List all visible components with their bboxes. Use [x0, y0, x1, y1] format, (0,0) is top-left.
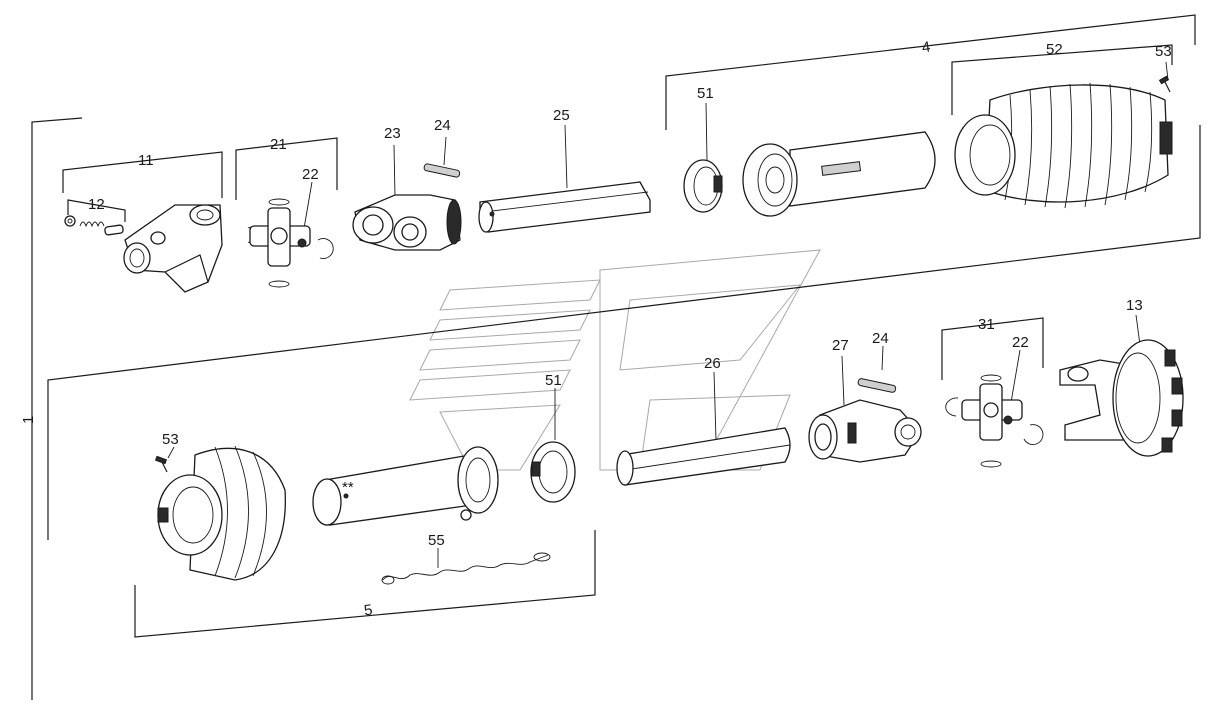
- part-21-cross-joint: [247, 198, 334, 288]
- part-25-inner-tube: [478, 181, 651, 233]
- callout-31: 31: [978, 316, 995, 333]
- bracket-lines: [31, 14, 1201, 700]
- callout-55: 55: [428, 532, 445, 549]
- part-5-outer-tube-bottom: **: [312, 446, 499, 526]
- callout-51-bottom: 51: [545, 372, 562, 389]
- callout-22-top: 22: [302, 166, 319, 183]
- callout-labels: 11 12 21 22 23 24 25 51 4 52 53 1 53 51 …: [20, 38, 1172, 619]
- part-51-ring-bottom: [530, 441, 576, 503]
- callout-21: 21: [270, 136, 287, 153]
- callout-1: 1: [20, 416, 37, 424]
- callout-53-top: 53: [1155, 43, 1172, 60]
- callout-13: 13: [1126, 297, 1143, 314]
- part-12-bolt-spring-set: [64, 215, 124, 236]
- callout-4: 4: [921, 38, 932, 56]
- part-26-inner-tube-bottom: [616, 427, 791, 486]
- part-24-pin-top: [423, 163, 461, 178]
- part-13-yoke-with-guard: [1059, 339, 1184, 457]
- callout-52: 52: [1046, 41, 1063, 58]
- callout-25: 25: [553, 107, 570, 124]
- part-51-ring-top: [683, 159, 723, 213]
- callout-27: 27: [832, 337, 849, 354]
- part-31-cross-joint: [945, 374, 1044, 468]
- part-4-outer-tube-with-bearing: [742, 131, 936, 217]
- part-53-screw-top: [1158, 75, 1171, 93]
- part-53-screw-bottom: [154, 455, 168, 473]
- callout-24-bottom: 24: [872, 330, 889, 347]
- callout-51-top: 51: [697, 85, 714, 102]
- part-11-yoke: [123, 204, 223, 293]
- part-23-inner-yoke: [352, 194, 462, 251]
- callout-11: 11: [138, 152, 154, 169]
- part-24-pin-bottom: [857, 378, 897, 393]
- callout-22-bottom: 22: [1012, 334, 1029, 351]
- part-5-guard-cone-bottom: [157, 445, 286, 581]
- callout-23: 23: [384, 125, 401, 142]
- tube-marking: **: [342, 479, 354, 496]
- part-52-guard-cone-top: [954, 82, 1173, 209]
- part-55-chain: [381, 552, 551, 585]
- callout-5: 5: [363, 601, 374, 619]
- callout-12: 12: [88, 196, 105, 213]
- callout-24-top: 24: [434, 117, 451, 134]
- callout-26: 26: [704, 355, 721, 372]
- callout-53-bottom: 53: [162, 431, 179, 448]
- part-27-inner-yoke-bottom: [808, 399, 922, 463]
